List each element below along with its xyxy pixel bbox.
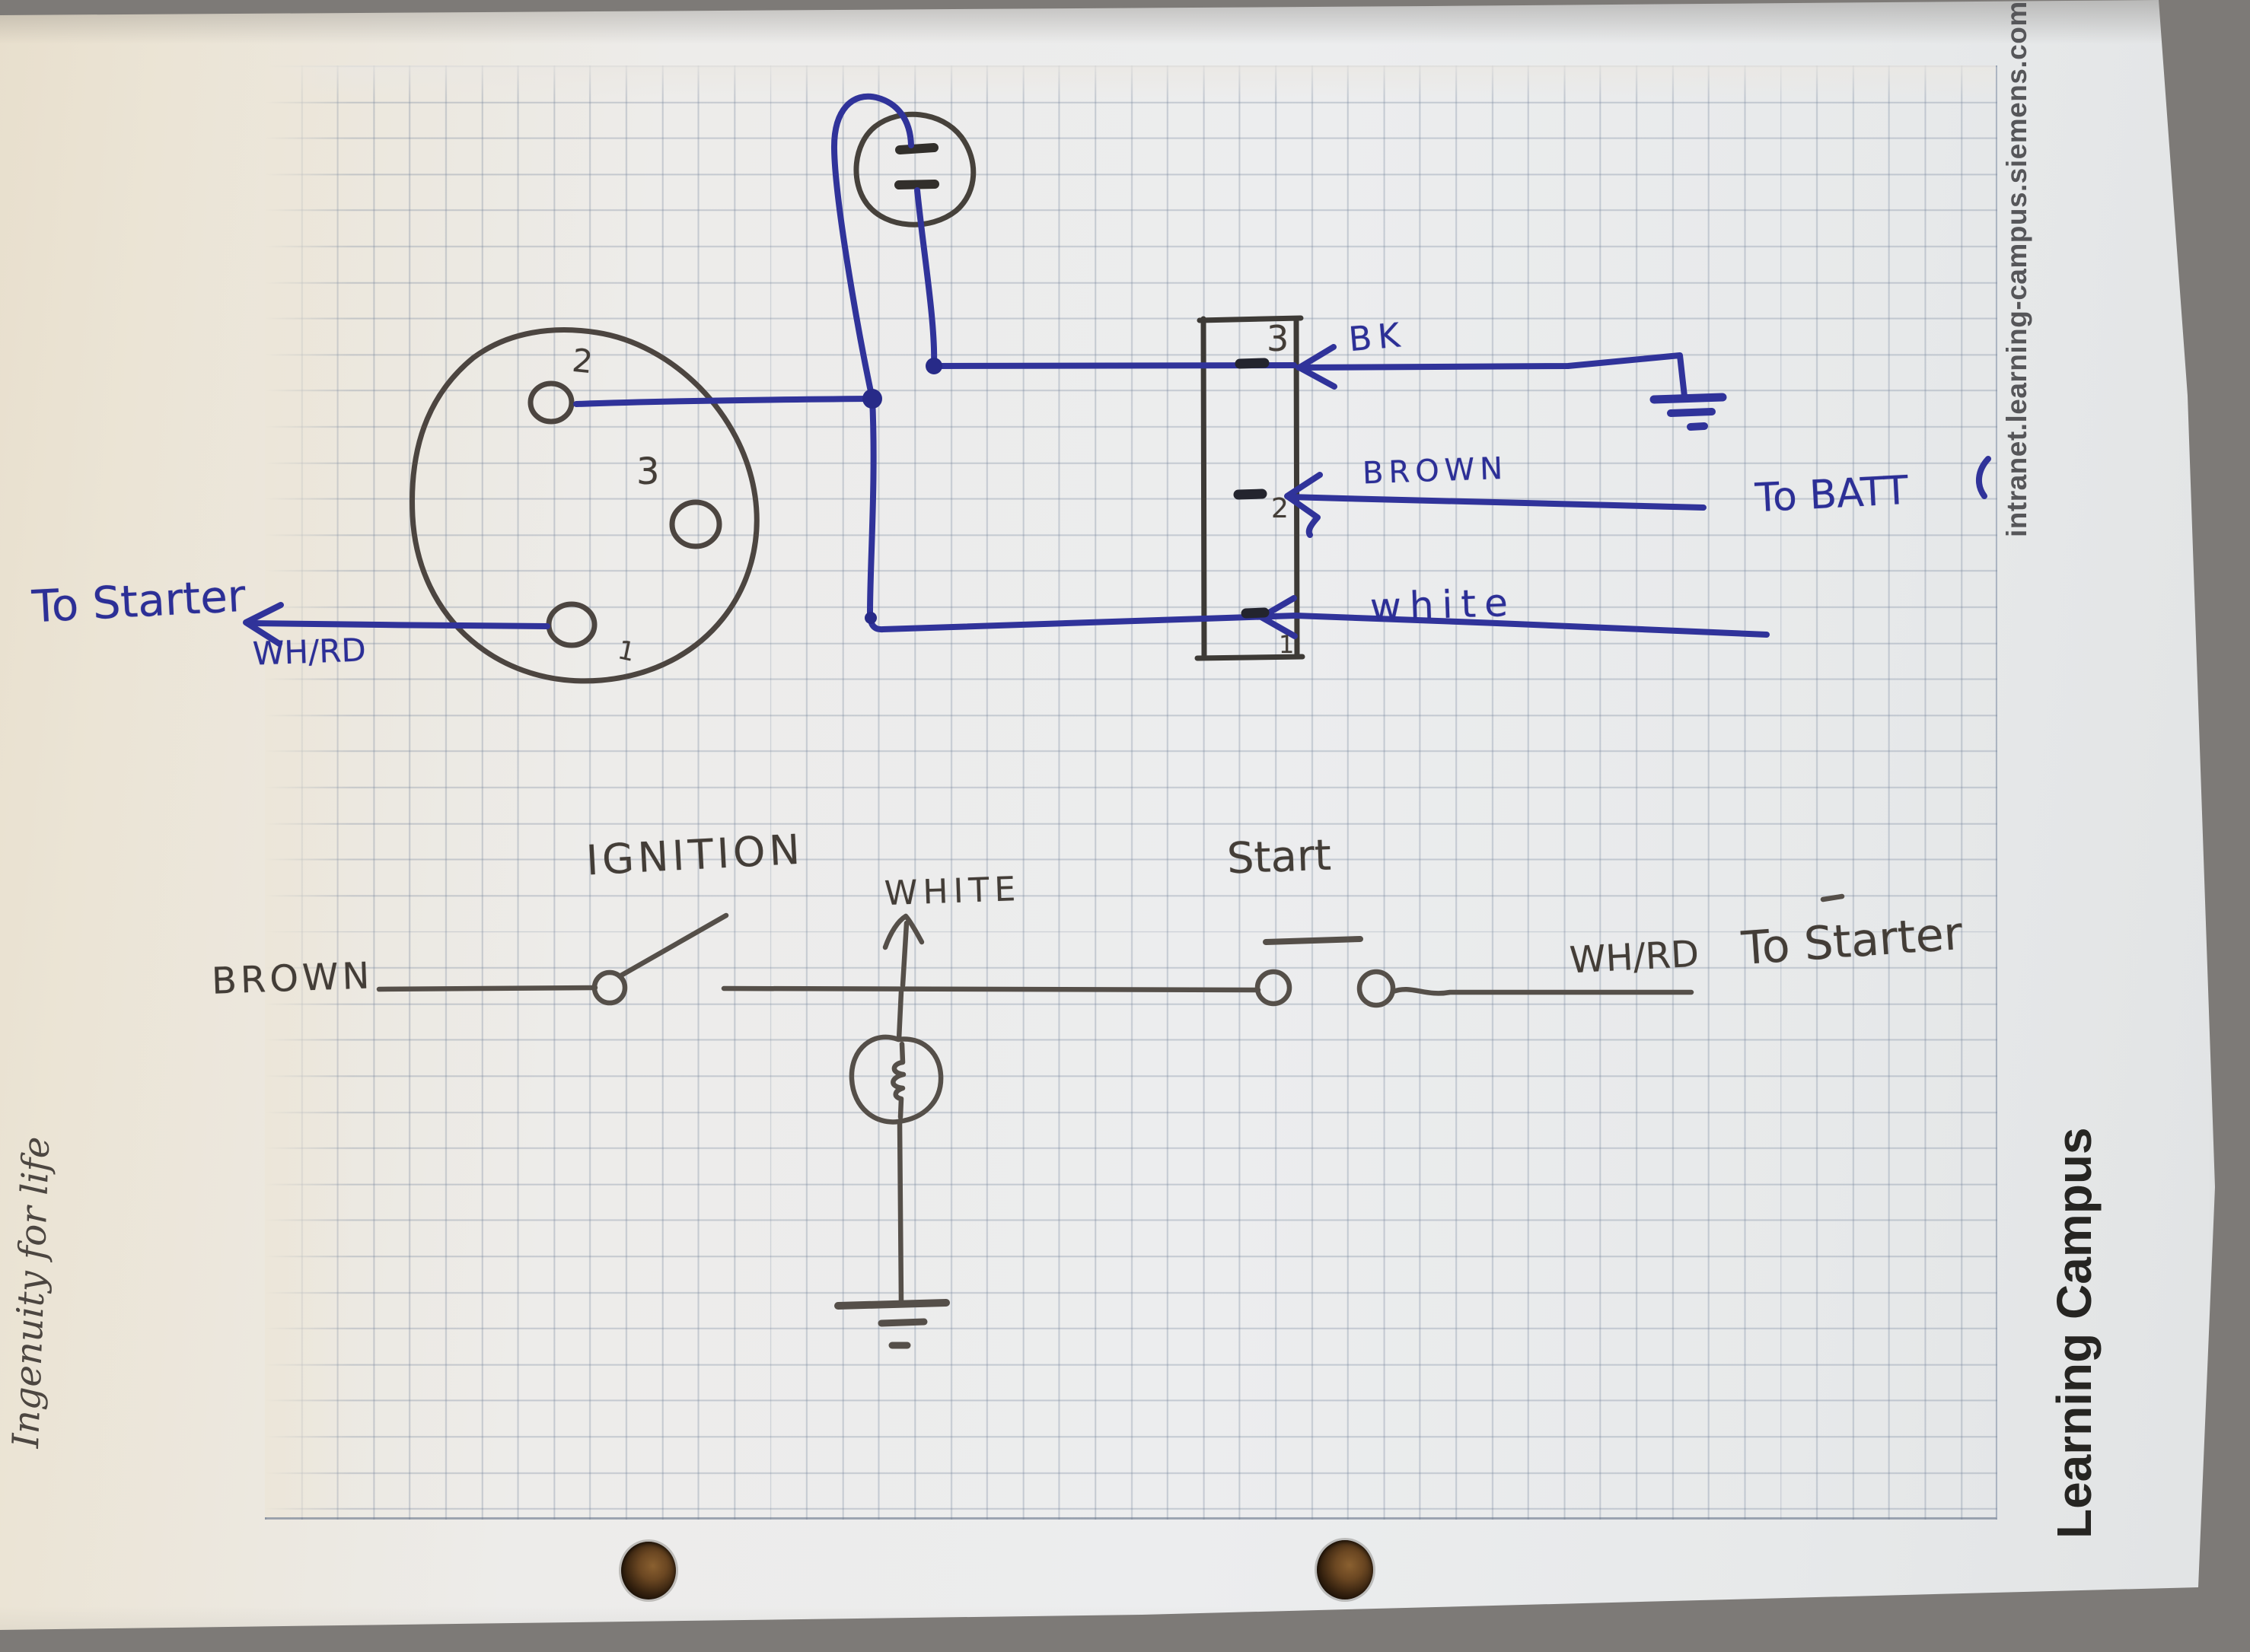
start-button-bar [1263,936,1363,945]
ground-drop [897,1118,904,1306]
block-pin-contacts [1233,358,1270,619]
round-connector-pin3-number: 3 [636,450,660,493]
hole-punch-left [621,1542,676,1599]
block-pin3-number: 3 [1267,318,1289,359]
pencil-tick [1820,893,1845,902]
ground-bar-1 [834,1299,950,1310]
block-pin2-number: 2 [1271,493,1289,524]
wire-pin2-to-junction [573,396,875,407]
label-white-lower: WHITE [884,869,1022,914]
ignition-contact [591,969,628,1006]
arrowhead-row2 [1284,472,1323,538]
stray-pen-mark [1976,456,1991,499]
ground-bar-2 [878,1318,928,1327]
blue-junction-dots [862,358,942,624]
white-tap-arrow-shaft [900,920,910,988]
wire-mid [721,985,1261,993]
wire-brown-lower [376,985,598,992]
wire-white-left [867,396,1299,633]
blue-ground-symbol [1649,393,1727,431]
label-to-batt: To BATT [1754,467,1910,522]
label-brown-upper: BROWN [1362,450,1509,492]
label-bk: BK [1346,315,1408,360]
label-start: Start [1225,830,1332,884]
graph-grid [265,65,1997,1520]
letterhead-website: intranet.learning-campus.siemens.com [2001,1,2032,537]
grid-left-fade [265,65,1996,1517]
lamp-drop [896,988,904,1042]
top-lamp [853,111,977,228]
round-connector-pin2-number: 2 [570,341,595,381]
arrowhead-row3 [1296,344,1337,390]
label-white-upper: white [1369,580,1517,630]
wire-loop-to-lamp [830,93,914,402]
wire-row3-left [931,362,1297,369]
start-contact-left [1254,969,1292,1007]
lamp-filament-squiggle [891,1041,907,1120]
letterhead-brand: Learning Campus [2047,1127,2102,1539]
wire-lamp-down [914,187,938,368]
top-lamp-terminal-bars [894,143,939,189]
connector-block [1194,315,1305,661]
label-wh-rd-upper: WH/RD [252,631,367,673]
blue-pen-wires [243,93,1991,647]
label-brown-lower: BROWN [211,954,374,1003]
lower-circuit [376,893,1845,1349]
ignition-blade [617,912,729,979]
start-contact-right [1356,969,1396,1008]
wire-bk-to-ground [1296,352,1688,399]
wire-brown [1286,494,1707,511]
wire-white-right [1292,613,1770,638]
label-wh-rd-lower: WH/RD [1568,932,1700,982]
white-tap-arrowhead [882,913,925,950]
wire-pin1-to-starter [249,620,550,629]
arrowhead-to-starter [243,602,284,647]
wire-wh-rd-lower [1390,986,1694,996]
hole-punch-right [1317,1540,1373,1599]
block-pin1-number: 1 [1279,630,1295,659]
